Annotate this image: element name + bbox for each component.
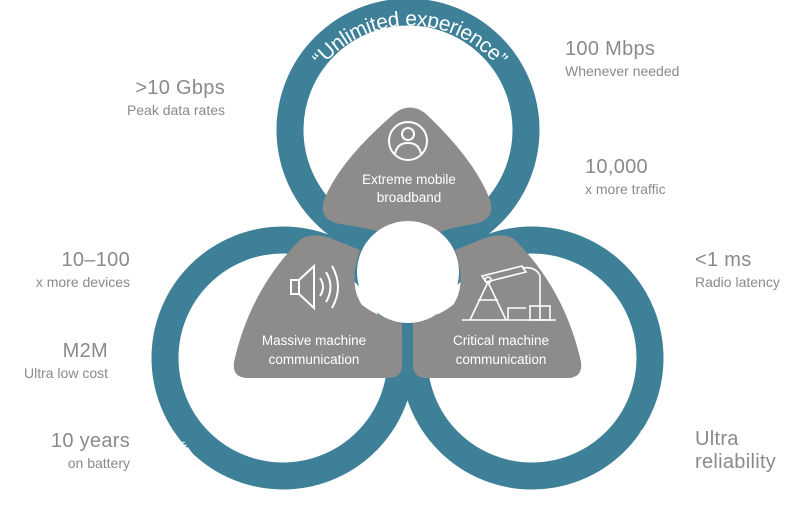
label-caption: on battery (67, 455, 130, 471)
petal-right-label-line2: communication (456, 352, 547, 367)
petal-extreme-mobile-broadband (322, 107, 492, 232)
petal-critical-machine (413, 235, 582, 378)
label-value: M2M (62, 340, 108, 362)
label-traffic: 10,000 x more traffic (585, 156, 666, 197)
petal-right-label-line1: Critical machine (453, 333, 549, 348)
label-mbps: 100 Mbps Whenever needed (565, 38, 679, 79)
label-value: >10 Gbps (135, 77, 225, 99)
label-caption: x more devices (35, 274, 130, 290)
label-value: <1 ms (695, 249, 752, 271)
label-value: 100 Mbps (565, 38, 656, 60)
label-m2m: M2M Ultra low cost (24, 340, 108, 381)
label-caption: Ultra low cost (23, 365, 108, 381)
label-caption: Radio latency (695, 274, 780, 290)
petal-top-label-line2: broadband (377, 190, 442, 205)
label-value: Ultra (695, 428, 739, 450)
user-icon (388, 121, 428, 161)
petal-group (233, 107, 582, 378)
speaker-icon (290, 263, 339, 311)
oil-pump-icon (462, 265, 556, 321)
petal-massive-machine (233, 235, 402, 378)
ring-top-quote: “Unlimited experience” (308, 7, 511, 70)
label-reliability: Ultra reliability (695, 428, 776, 474)
petal-top-label-line1: Extreme mobile (362, 172, 456, 187)
label-caption: Peak data rates (126, 102, 225, 118)
label-peak-data-rates: >10 Gbps Peak data rates (127, 77, 225, 118)
label-caption: x more traffic (585, 181, 666, 197)
label-more-devices: 10–100 x more devices (36, 249, 130, 290)
petal-left-label-line2: communication (269, 352, 360, 367)
label-value: 10 years (50, 430, 130, 452)
petal-left-label-line1: Massive machine (262, 333, 366, 348)
label-latency: <1 ms Radio latency (695, 249, 780, 290)
label-battery: 10 years on battery (51, 430, 130, 471)
label-caption: Whenever needed (565, 63, 680, 79)
label-caption: reliability (695, 451, 777, 473)
center-hub (357, 221, 459, 323)
label-value: 10–100 (61, 249, 130, 271)
label-value: 10,000 (585, 156, 648, 178)
